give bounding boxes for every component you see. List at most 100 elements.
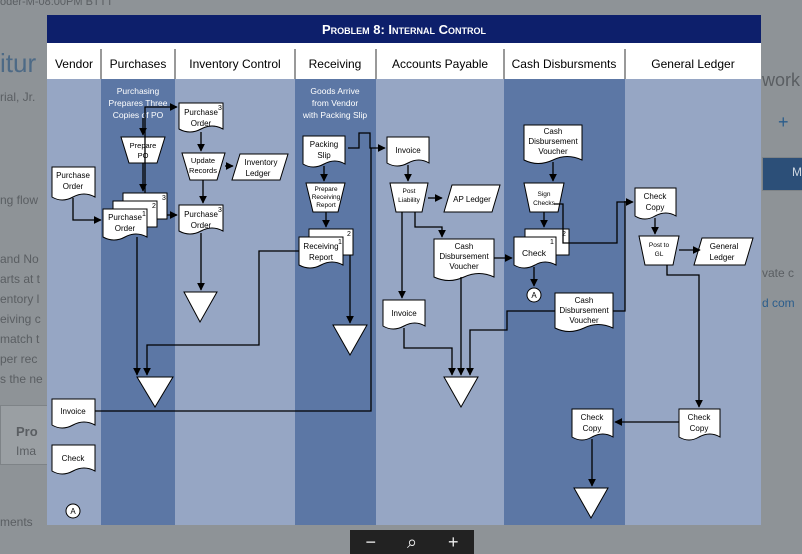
svg-text:Disbursement: Disbursement (559, 306, 609, 315)
zoom-out-button[interactable]: − (365, 531, 376, 552)
doc-check-copy-gl-lower: Check Copy (678, 408, 721, 441)
zoom-search-icon[interactable]: ⌕ (406, 531, 418, 552)
svg-text:2: 2 (347, 231, 351, 238)
process-prepare-po: Prepare PO (120, 136, 166, 164)
connector-a-cash: A (526, 287, 542, 303)
zoom-in-button[interactable]: + (447, 531, 459, 552)
svg-text:Receiving: Receiving (303, 242, 338, 251)
background-line: s the ne (0, 372, 43, 386)
background-heading: itur (0, 48, 37, 78)
svg-text:AP Ledger: AP Ledger (453, 195, 491, 204)
svg-text:3: 3 (218, 207, 222, 214)
background-line: per rec (0, 352, 38, 366)
svg-text:Records: Records (189, 166, 217, 175)
column-header-receiving: Receiving (309, 57, 362, 71)
background-line: entory l (0, 292, 40, 306)
doc-check-copy-cash: Check Copy (571, 408, 614, 441)
column-header-gl: General Ledger (651, 57, 734, 71)
svg-text:Check: Check (522, 248, 547, 258)
doc-packing-slip: Packing Slip (302, 135, 346, 168)
svg-text:Order: Order (115, 224, 136, 233)
note-purchasing: Prepares Three (109, 98, 168, 108)
svg-text:Purchase: Purchase (184, 108, 218, 117)
svg-text:Purchase: Purchase (108, 213, 142, 222)
svg-text:Purchase: Purchase (56, 171, 90, 180)
svg-text:Post: Post (402, 188, 415, 195)
background-top-text: oder-M-08:00PM BTTT (0, 0, 114, 8)
svg-text:Cash: Cash (455, 242, 474, 251)
doc-invoice-ap: Invoice (386, 136, 430, 167)
zoom-toolbar: − ⌕ + (350, 530, 474, 554)
svg-text:A: A (531, 291, 537, 300)
svg-text:1: 1 (550, 239, 554, 246)
flowchart-diagram: Problem 8: Internal Control Vendor Purch… (47, 15, 761, 525)
column-gl (625, 79, 761, 525)
svg-text:Voucher: Voucher (569, 316, 599, 325)
svg-text:Invoice: Invoice (391, 309, 417, 318)
background-line: and No (0, 252, 39, 266)
diagram-title: Problem 8: Internal Control (322, 22, 487, 37)
svg-text:Cash: Cash (575, 296, 594, 305)
svg-text:2: 2 (152, 203, 156, 210)
note-goods: with Packing Slip (302, 110, 368, 120)
svg-text:General: General (710, 242, 739, 251)
svg-text:Report: Report (316, 202, 336, 209)
svg-text:Ledger: Ledger (710, 253, 735, 262)
background-card-title: Pro (16, 424, 38, 439)
svg-text:Order: Order (191, 119, 212, 128)
process-post-gl: Post to GL (638, 235, 680, 266)
doc-inventory-ledger: Inventory Ledger (231, 153, 289, 181)
svg-text:Checks: Checks (533, 200, 555, 207)
process-prepare-receiving: Prepare Receiving Report (305, 182, 346, 213)
background-right-button (762, 157, 802, 191)
svg-text:Slip: Slip (317, 151, 331, 160)
svg-text:GL: GL (655, 251, 664, 258)
background-line: rial, Jr. (0, 90, 36, 104)
background-bottom: ments (0, 515, 33, 529)
svg-text:Voucher: Voucher (538, 147, 568, 156)
svg-text:Packing: Packing (310, 140, 338, 149)
column-header-purchases: Purchases (110, 57, 167, 71)
svg-text:Cash: Cash (544, 127, 563, 136)
doc-cash-voucher-ap: Cash Disbursement Voucher (433, 238, 495, 281)
svg-text:Ledger: Ledger (246, 169, 271, 178)
svg-text:Disbursement: Disbursement (528, 137, 578, 146)
background-line: match t (0, 332, 40, 346)
column-header-vendor: Vendor (55, 57, 93, 71)
background-right: d com (762, 296, 795, 310)
svg-text:Check: Check (62, 454, 86, 463)
doc-receiving-report-stack: 2 1 Receiving Report (298, 228, 354, 269)
doc-invoice-ap-lower: Invoice (382, 299, 426, 330)
background-card-sub: Ima (16, 444, 37, 458)
doc-vendor-purchase-order: Purchase Order (51, 166, 96, 201)
process-sign-checks: Sign Checks (523, 182, 565, 213)
svg-text:Inventory: Inventory (245, 158, 278, 167)
process-update-records: Update Records (181, 152, 226, 181)
svg-text:Receiving: Receiving (312, 194, 341, 201)
svg-text:Purchase: Purchase (184, 210, 218, 219)
svg-text:Invoice: Invoice (60, 407, 86, 416)
file-ap (443, 376, 479, 409)
doc-cash-voucher-top: Cash Disbursement Voucher (523, 124, 583, 164)
svg-text:Order: Order (63, 182, 84, 191)
svg-text:Voucher: Voucher (449, 262, 479, 271)
svg-text:Copy: Copy (583, 424, 602, 433)
doc-general-ledger: General Ledger (693, 237, 754, 266)
title-bar (47, 15, 761, 43)
svg-text:A: A (70, 507, 76, 516)
svg-text:1: 1 (338, 239, 342, 246)
doc-vendor-check: Check (51, 444, 96, 475)
note-goods: Goods Arrive (310, 86, 359, 96)
svg-text:Copy: Copy (646, 203, 665, 212)
background-right: work (762, 70, 801, 90)
background-line: eiving c (0, 312, 41, 326)
background-card (0, 405, 48, 465)
doc-check-stack: 2 1 Check (513, 228, 570, 269)
doc-vendor-invoice: Invoice (51, 398, 96, 429)
column-header-cash: Cash Disbursments (512, 57, 617, 71)
file-cash (573, 487, 609, 520)
svg-text:Check: Check (581, 413, 605, 422)
doc-cash-voucher-lower: Cash Disbursement Voucher (554, 292, 614, 332)
process-post-liability: Post Liability (389, 182, 429, 213)
svg-text:Sign: Sign (537, 191, 550, 198)
